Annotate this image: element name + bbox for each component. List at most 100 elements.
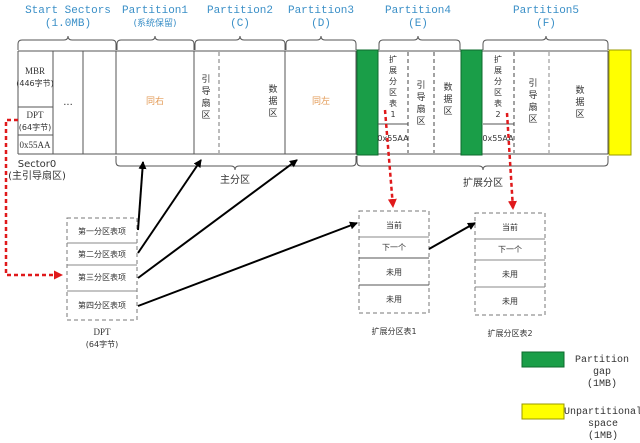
svg-text:据: 据 — [575, 96, 584, 108]
partition3-same-as-left: 同左 — [312, 95, 330, 107]
svg-text:表: 表 — [389, 98, 397, 108]
svg-text:区: 区 — [494, 88, 502, 97]
svg-text:space: space — [588, 419, 618, 430]
svg-text:区: 区 — [443, 106, 452, 117]
svg-text:Partition1: Partition1 — [122, 5, 188, 17]
svg-text:区: 区 — [389, 88, 397, 97]
arrow-entry4-to-ebr1 — [137, 221, 358, 307]
ebr2-row-next: 下一个 — [498, 245, 522, 254]
svg-text:MBR: MBR — [25, 66, 45, 76]
dpt-caption: DPT (64字节) — [86, 327, 118, 349]
arrow-ebr2-to-table2 — [505, 112, 517, 210]
header-partition1: Partition1 (系统保留) — [122, 5, 188, 29]
svg-text:区: 区 — [416, 116, 425, 127]
unpartitioned-space — [608, 49, 632, 156]
arrow-ebr1-to-table1 — [383, 109, 397, 208]
partition1-same-as-right: 同右 — [146, 95, 164, 107]
legend-unpartitioned-label: Unpartitional space (1MB) — [564, 406, 640, 442]
svg-text:(C): (C) — [230, 18, 250, 30]
partition5: 扩 展 分 区 表 2 0x55AA 引 导 扇 区 数 据 区 — [482, 52, 585, 153]
dpt-row-3: 第三分区表项 — [78, 272, 126, 282]
svg-text:(1MB): (1MB) — [588, 430, 618, 442]
arrow-ebr1-next-to-ebr2 — [428, 222, 476, 250]
svg-text:2: 2 — [495, 110, 500, 119]
red-arrows — [4, 109, 517, 280]
svg-text:(主引导扇区): (主引导扇区) — [8, 169, 66, 182]
svg-text:(E): (E) — [408, 18, 428, 30]
legend: Partition gap (1MB) Unpartitional space … — [521, 351, 640, 442]
ebr2-row-unused-2: 未用 — [502, 296, 518, 306]
ellipsis: ··· — [63, 100, 73, 111]
svg-text:引: 引 — [528, 78, 537, 89]
ebr1-row-current: 当前 — [386, 220, 402, 230]
ebr2-row-current: 当前 — [502, 222, 518, 232]
ebr2-row-unused-1: 未用 — [502, 269, 518, 279]
svg-text:分: 分 — [494, 77, 502, 86]
svg-text:Partition2: Partition2 — [207, 5, 273, 17]
ebr1-row-next: 下一个 — [382, 243, 406, 252]
top-braces — [17, 35, 609, 50]
svg-text:Sector0: Sector0 — [18, 159, 57, 170]
svg-text:展: 展 — [389, 66, 397, 75]
svg-text:导: 导 — [528, 90, 537, 101]
ebr1-cell: 扩 展 分 区 表 1 — [389, 54, 397, 119]
svg-text:引: 引 — [201, 74, 210, 85]
arrow-entry3-to-p3 — [137, 159, 298, 279]
dpt-row-2: 第二分区表项 — [78, 249, 126, 259]
svg-text:导: 导 — [416, 92, 425, 103]
partition4: 扩 展 分 区 表 1 0x55AA 引 导 扇 区 数 据 区 — [377, 52, 453, 153]
header-partition5: Partition5 (F) — [513, 5, 579, 30]
svg-text:(F): (F) — [536, 18, 556, 30]
svg-text:(1.0MB): (1.0MB) — [45, 18, 91, 30]
svg-text:引: 引 — [416, 80, 425, 91]
svg-text:区: 区 — [575, 109, 584, 120]
svg-text:gap: gap — [593, 367, 611, 378]
extended-partition-label: 扩展分区 — [463, 176, 503, 189]
svg-text:DPT: DPT — [93, 327, 111, 337]
header-partition3: Partition3 (D) — [288, 5, 354, 30]
svg-text:区: 区 — [528, 114, 537, 125]
svg-text:导: 导 — [201, 86, 210, 97]
dpt-cell: DPT (64字节) — [19, 110, 51, 132]
dpt-arrows — [137, 159, 476, 307]
header-start-sectors: Start Sectors (1.0MB) — [25, 5, 111, 30]
arrow-entry1-to-p1 — [137, 161, 147, 231]
ebr2-signature: 0x55AA — [482, 134, 514, 143]
sector0: MBR (446字节) DPT (64字节) 0x55AA — [16, 51, 54, 154]
svg-text:数: 数 — [575, 84, 584, 96]
svg-text:分: 分 — [389, 77, 397, 86]
partition4-boot-sector: 引 导 扇 区 — [416, 80, 425, 127]
svg-text:(64字节): (64字节) — [86, 339, 118, 349]
legend-gap-label: Partition gap (1MB) — [575, 354, 629, 390]
svg-text:Unpartitional: Unpartitional — [564, 406, 640, 418]
svg-text:1: 1 — [390, 110, 395, 119]
ebr-table-2: 当前 下一个 未用 未用 扩展分区表2 — [474, 212, 546, 338]
ebr1-row-unused-2: 未用 — [386, 294, 402, 304]
svg-text:扇: 扇 — [416, 103, 425, 115]
primary-partition-label: 主分区 — [220, 174, 250, 186]
partition2-boot-sector: 引 导 扇 区 — [201, 74, 210, 121]
header-partition2: Partition2 (C) — [207, 5, 273, 30]
svg-text:据: 据 — [268, 95, 277, 107]
dpt-row-1: 第一分区表项 — [78, 226, 126, 236]
svg-text:扩: 扩 — [494, 54, 502, 64]
dpt-table: 第一分区表项 第二分区表项 第三分区表项 第四分区表项 DPT (64字节) — [66, 217, 138, 349]
partition2: 引 导 扇 区 数 据 区 — [201, 52, 278, 153]
header-partition4: Partition4 (E) — [385, 5, 451, 30]
svg-text:扩: 扩 — [389, 54, 397, 64]
sector0-label: Sector0 (主引导扇区) — [8, 159, 66, 182]
svg-text:展: 展 — [494, 66, 502, 75]
partition-gap-1 — [356, 49, 379, 156]
ebr1-caption: 扩展分区表1 — [371, 326, 416, 336]
ebr1-signature: 0x55AA — [377, 134, 409, 143]
partition4-data-area: 数 据 区 — [443, 81, 452, 117]
svg-text:Partition4: Partition4 — [385, 5, 451, 17]
svg-text:(系统保留): (系统保留) — [133, 17, 176, 29]
signature-cell: 0x55AA — [20, 140, 51, 150]
svg-text:DPT: DPT — [26, 110, 44, 120]
arrow-entry2-to-p2 — [137, 159, 202, 254]
dpt-row-4: 第四分区表项 — [78, 300, 126, 310]
svg-text:(446字节): (446字节) — [16, 78, 54, 88]
partition5-data-area: 数 据 区 — [575, 84, 584, 120]
